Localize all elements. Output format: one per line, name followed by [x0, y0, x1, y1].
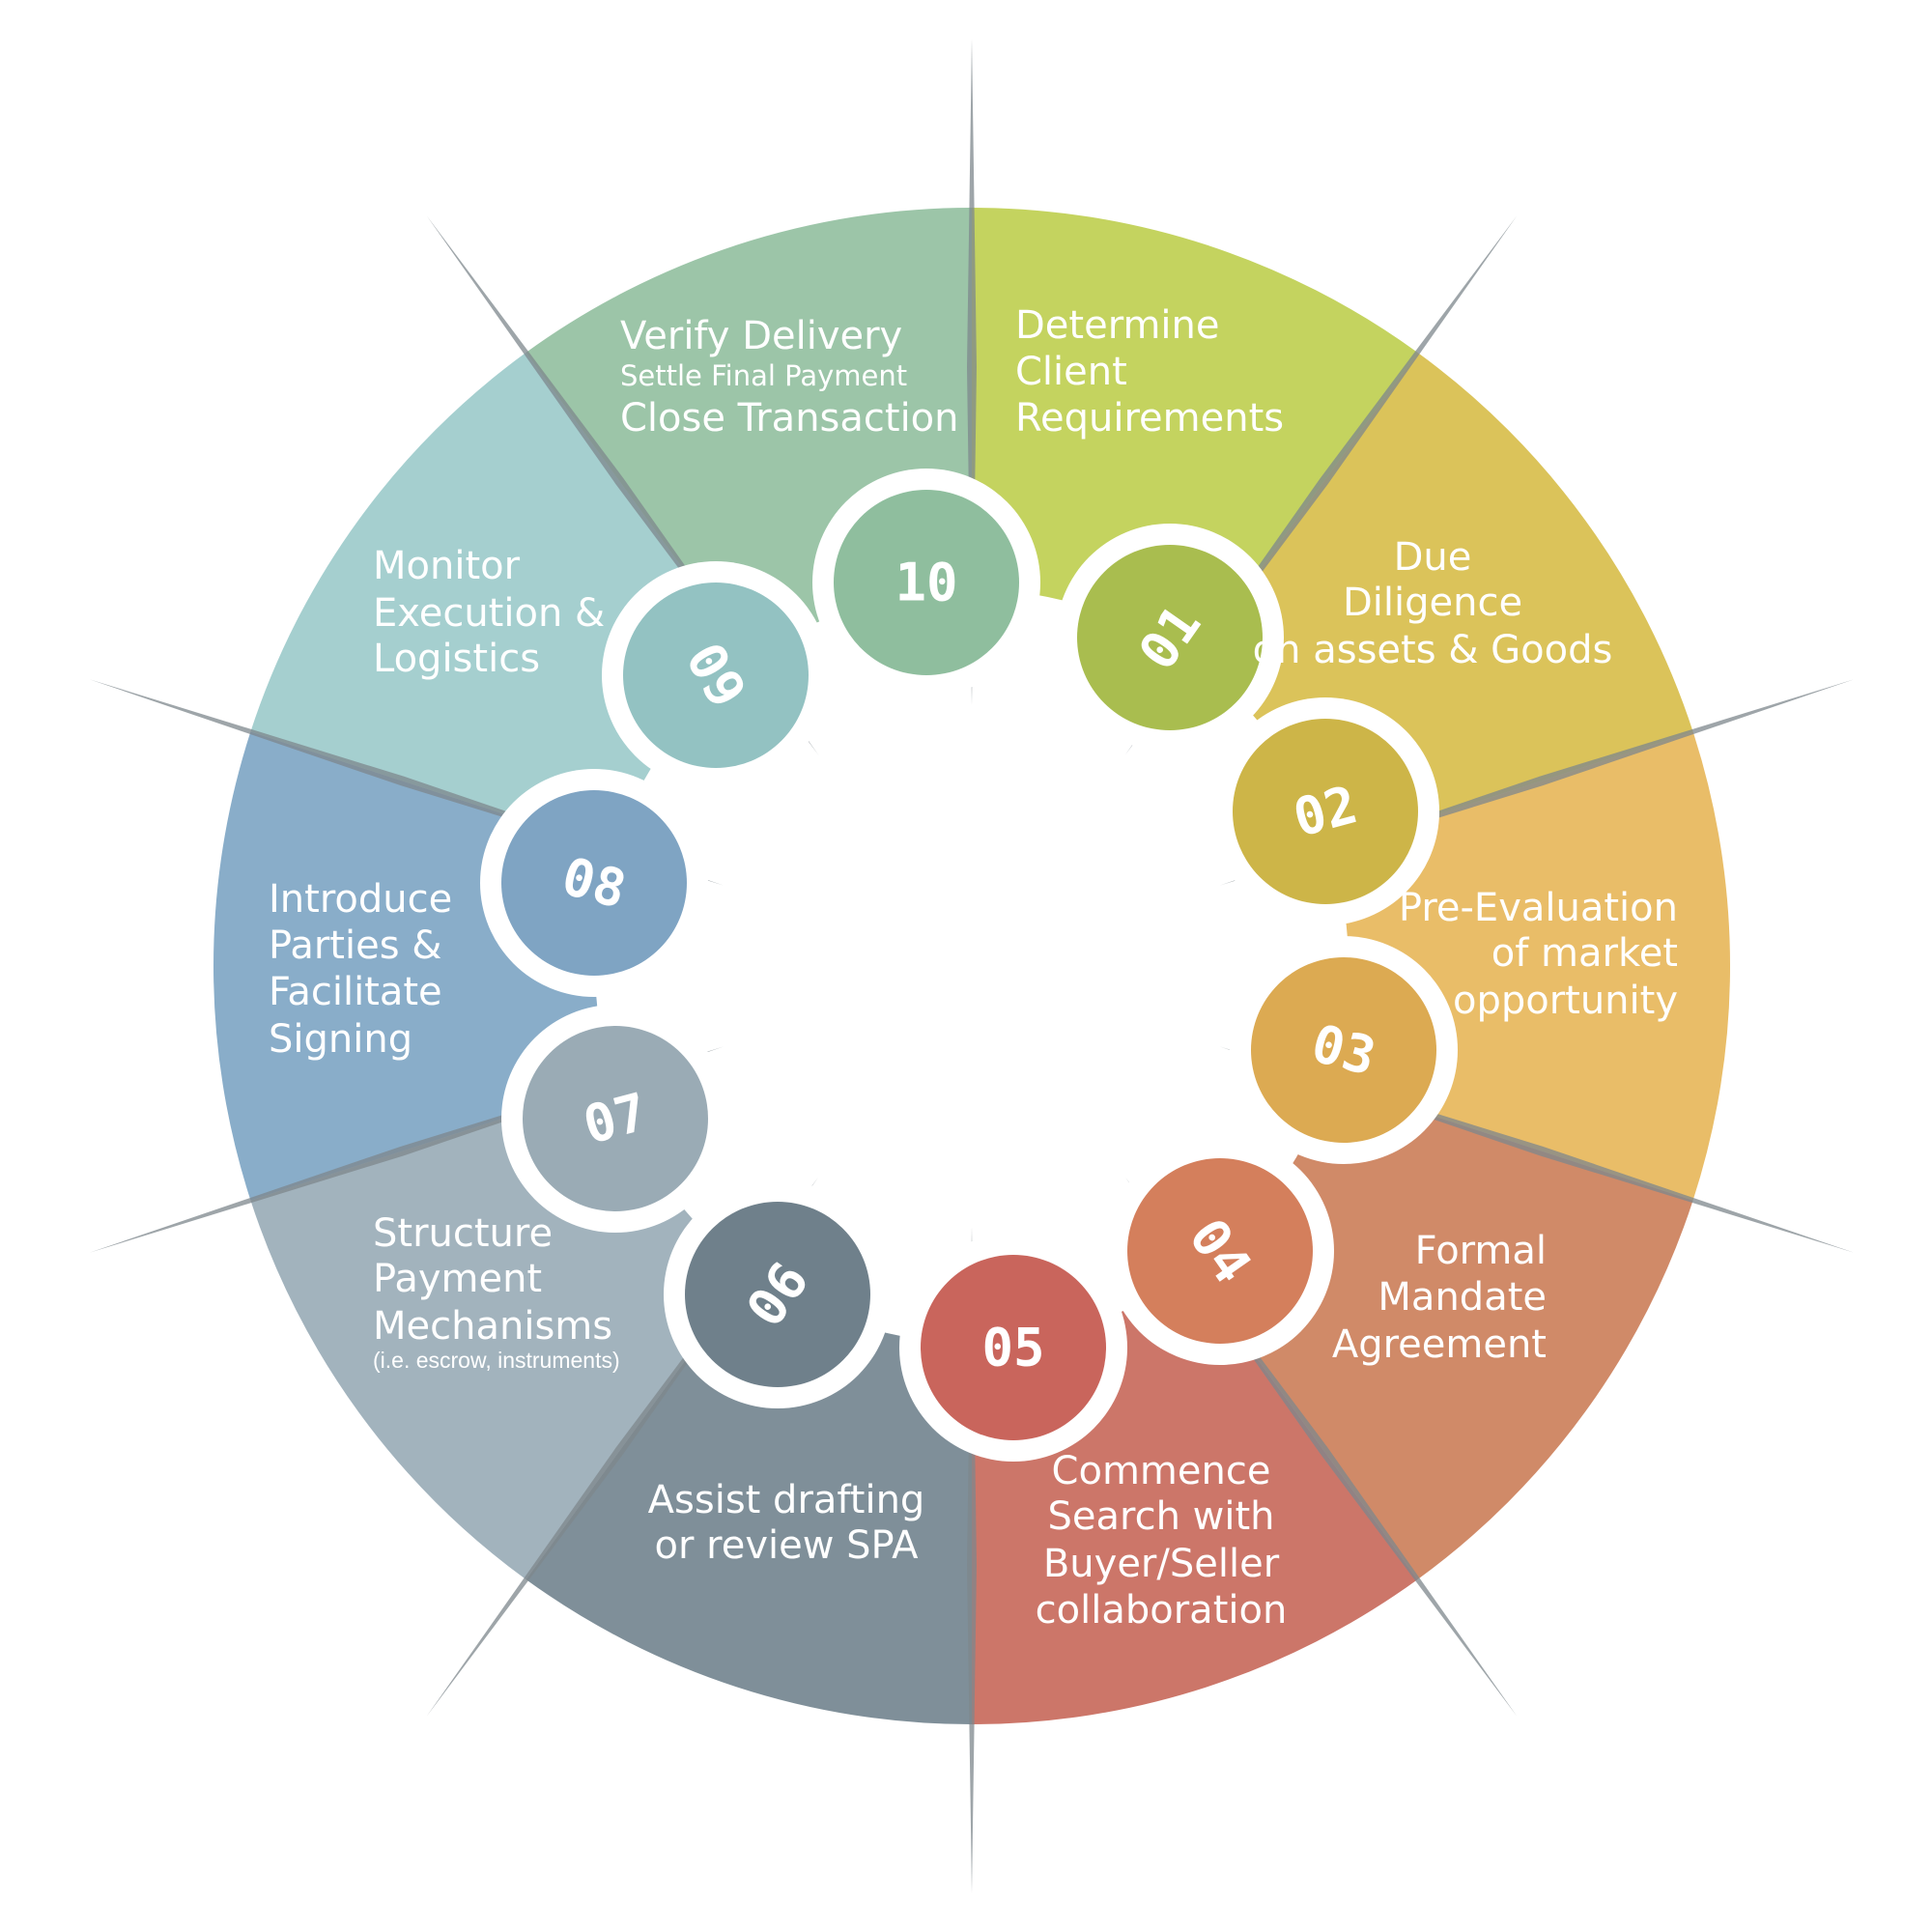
label-line: Payment	[373, 1257, 542, 1301]
label-line: Execution &	[373, 591, 605, 636]
label-line: Signing	[269, 1017, 412, 1062]
badge-circle	[501, 790, 687, 976]
step-badge-04: 04	[1106, 1137, 1334, 1365]
step-badge-09: 09	[602, 561, 830, 789]
label-line: Logistics	[373, 637, 540, 681]
label-line: Mechanisms	[373, 1304, 612, 1349]
badge-circle	[834, 490, 1019, 675]
step-badge-07: 07	[501, 1005, 729, 1233]
step-badge-05: 05	[899, 1234, 1127, 1462]
step-badge-08: 08	[480, 769, 708, 997]
label-line: Buyer/Seller	[1043, 1542, 1280, 1586]
label-line: Close Transaction	[620, 396, 959, 440]
label-line: Facilitate	[269, 970, 442, 1014]
badge-circle	[921, 1255, 1106, 1440]
label-line: Monitor	[373, 544, 521, 588]
label-line: Settle Final Payment	[620, 359, 907, 392]
segment-06	[526, 1270, 972, 1724]
label-line: (i.e. escrow, instruments)	[373, 1348, 620, 1373]
step-badge-10: 10	[812, 469, 1040, 696]
step-badge-06: 06	[664, 1180, 892, 1408]
label-line: Commence	[1052, 1449, 1271, 1493]
step-number: 05	[981, 1318, 1044, 1378]
badge-circle	[1233, 719, 1418, 904]
divider-needle	[967, 39, 977, 705]
step-badge-03: 03	[1230, 936, 1458, 1164]
label-line: Agreement	[1332, 1322, 1547, 1367]
label-line: Client	[1015, 350, 1127, 394]
label-line: Determine	[1015, 303, 1219, 348]
label-line: Requirements	[1015, 396, 1284, 440]
step-number: 10	[895, 553, 957, 613]
label-line: or review SPA	[655, 1523, 920, 1568]
label-line: Assist drafting	[648, 1478, 925, 1522]
badge-circle	[1077, 545, 1263, 730]
label-line: Verify Delivery	[620, 314, 902, 358]
badge-circle	[523, 1026, 708, 1211]
label-line: Structure	[373, 1211, 553, 1256]
label-line: collaboration	[1036, 1588, 1288, 1633]
label-line: Search with	[1048, 1494, 1275, 1539]
step-badge-01: 01	[1056, 524, 1284, 752]
badge-circle	[1127, 1158, 1313, 1344]
label-line: Pre-Evaluation	[1399, 886, 1678, 930]
label-line: Introduce	[269, 877, 452, 922]
labels-layer: DetermineClientRequirementsDueDiligenceo…	[269, 303, 1678, 1633]
label-line: Mandate	[1378, 1275, 1547, 1320]
label-line: opportunity	[1453, 979, 1678, 1023]
divider-needle	[967, 1227, 977, 1893]
label-line: Formal	[1415, 1229, 1547, 1273]
label-line: on assets & Goods	[1253, 628, 1613, 672]
badge-circle	[1251, 957, 1436, 1143]
label-line: Diligence	[1343, 581, 1522, 625]
step-badge-02: 02	[1211, 697, 1439, 925]
label-line: of market	[1492, 931, 1678, 976]
label-line: Due	[1394, 535, 1472, 580]
segment-01	[972, 208, 1418, 662]
badge-circle	[623, 582, 809, 768]
label-line: Parties &	[269, 923, 441, 968]
badge-circle	[685, 1202, 870, 1387]
